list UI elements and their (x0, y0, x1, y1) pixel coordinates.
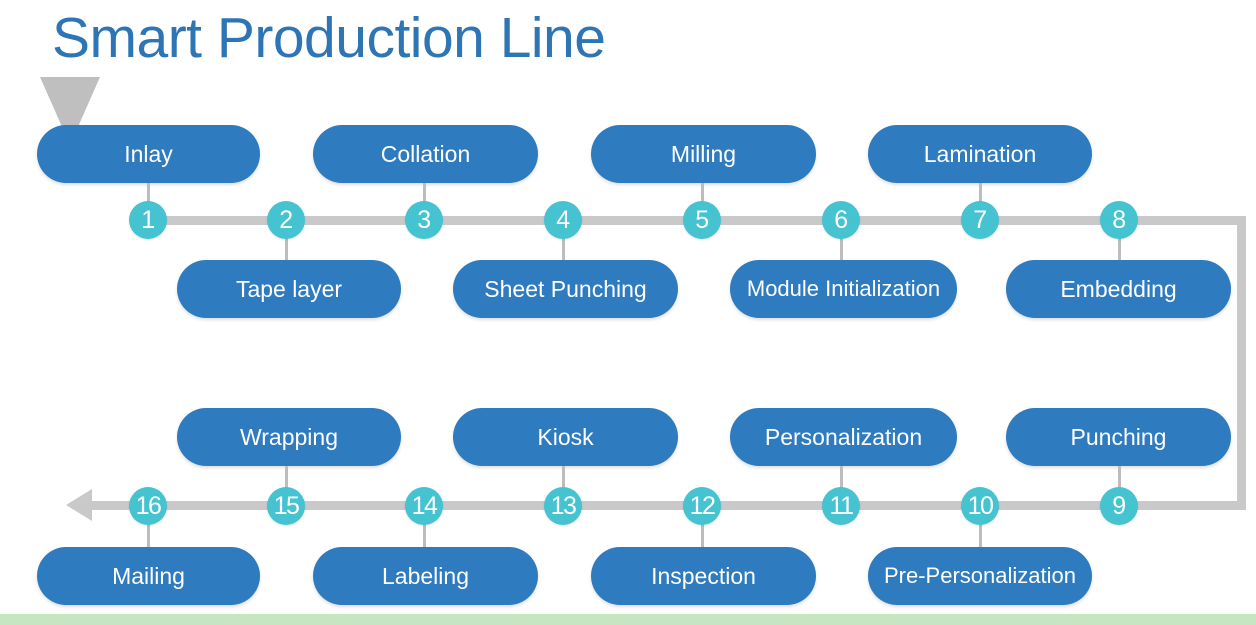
process-box-module-initialization[interactable]: Module Initialization (730, 260, 957, 318)
step-node-12[interactable]: 12 (683, 487, 721, 525)
step-node-3[interactable]: 3 (405, 201, 443, 239)
connector-stem-6 (840, 222, 843, 261)
connector-stem-11 (840, 466, 843, 505)
process-box-mailing[interactable]: Mailing (37, 547, 260, 605)
process-box-embedding[interactable]: Embedding (1006, 260, 1231, 318)
connector-stem-12 (701, 508, 704, 548)
bottom-accent-band (0, 614, 1256, 625)
process-box-sheet-punching[interactable]: Sheet Punching (453, 260, 678, 318)
step-node-4[interactable]: 4 (544, 201, 582, 239)
connector-stem-14 (423, 508, 426, 548)
connector-stem-2 (285, 222, 288, 261)
page-title: Smart Production Line (52, 6, 606, 70)
connector-stem-15 (285, 466, 288, 505)
step-node-5[interactable]: 5 (683, 201, 721, 239)
flow-end-arrow-icon (66, 489, 92, 521)
step-node-2[interactable]: 2 (267, 201, 305, 239)
process-box-pre-personalization[interactable]: Pre-Personalization (868, 547, 1092, 605)
process-box-wrapping[interactable]: Wrapping (177, 408, 401, 466)
flow-track-bottom (80, 501, 1246, 510)
step-node-11[interactable]: 11 (822, 487, 860, 525)
process-box-tape-layer[interactable]: Tape layer (177, 260, 401, 318)
step-node-9[interactable]: 9 (1100, 487, 1138, 525)
connector-stem-16 (147, 508, 150, 548)
process-box-inspection[interactable]: Inspection (591, 547, 816, 605)
step-node-13[interactable]: 13 (544, 487, 582, 525)
step-node-10[interactable]: 10 (961, 487, 999, 525)
process-box-punching[interactable]: Punching (1006, 408, 1231, 466)
process-box-collation[interactable]: Collation (313, 125, 538, 183)
process-box-lamination[interactable]: Lamination (868, 125, 1092, 183)
process-box-milling[interactable]: Milling (591, 125, 816, 183)
connector-stem-4 (562, 222, 565, 261)
step-node-15[interactable]: 15 (267, 487, 305, 525)
connector-stem-9 (1118, 466, 1121, 505)
connector-stem-8 (1118, 222, 1121, 261)
process-box-labeling[interactable]: Labeling (313, 547, 538, 605)
step-node-14[interactable]: 14 (405, 487, 443, 525)
step-node-6[interactable]: 6 (822, 201, 860, 239)
step-node-7[interactable]: 7 (961, 201, 999, 239)
step-node-8[interactable]: 8 (1100, 201, 1138, 239)
process-box-personalization[interactable]: Personalization (730, 408, 957, 466)
step-node-1[interactable]: 1 (129, 201, 167, 239)
process-box-kiosk[interactable]: Kiosk (453, 408, 678, 466)
connector-stem-10 (979, 508, 982, 548)
process-box-inlay[interactable]: Inlay (37, 125, 260, 183)
flow-track-right (1237, 216, 1246, 510)
connector-stem-13 (562, 466, 565, 505)
step-node-16[interactable]: 16 (129, 487, 167, 525)
